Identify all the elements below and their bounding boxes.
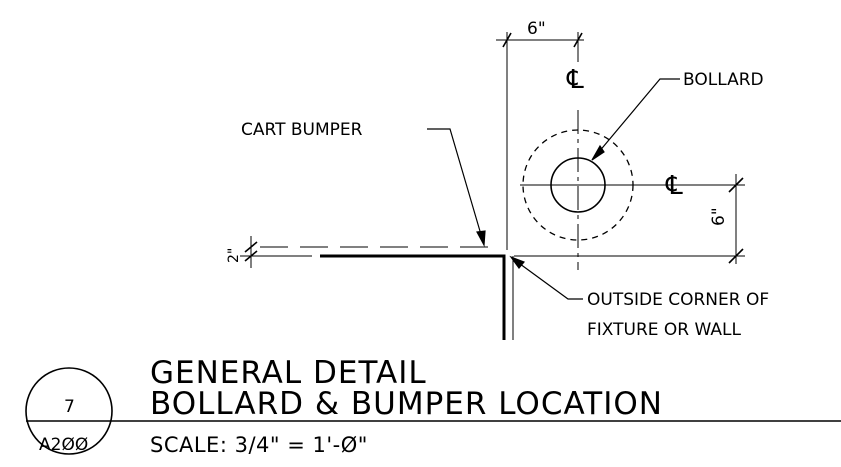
sheet-number: A2ØØ — [39, 435, 88, 455]
centerline-symbol-top: ℄ — [566, 65, 584, 95]
bollard-label: BOLLARD — [683, 70, 764, 90]
title-line2: BOLLARD & BUMPER LOCATION — [150, 386, 663, 422]
dimension-right-tick-top — [728, 177, 744, 193]
bollard-leader — [591, 78, 680, 161]
outside-corner-label-line1: OUTSIDE CORNER OF — [587, 290, 769, 310]
dimension-left-tick-bottom — [244, 250, 258, 262]
dimension-top — [496, 32, 584, 250]
title-line1: GENERAL DETAIL — [150, 355, 427, 391]
cart-bumper-label: CART BUMPER — [241, 120, 363, 140]
outside-corner-label-line2: FIXTURE OR WALL — [587, 320, 742, 340]
dimension-right-label: 6" — [709, 207, 729, 226]
scale-text: SCALE: 3/4" = 1'-Ø" — [150, 433, 368, 457]
detail-bubble — [25, 367, 113, 455]
dimension-left-label: 2" — [226, 248, 242, 263]
cart-bumper — [240, 246, 506, 340]
dimension-top-label: 6" — [527, 19, 546, 39]
bollard-symbol — [520, 110, 745, 270]
bumper-thick-line — [320, 254, 506, 340]
title-block — [25, 367, 841, 455]
dimension-right — [514, 174, 745, 264]
centerline-symbol-right: ℄ — [665, 171, 683, 201]
dimension-left — [244, 236, 258, 268]
outside-corner-leader — [509, 255, 583, 300]
dimension-left-tick-top — [244, 241, 258, 253]
detail-number: 7 — [64, 397, 75, 417]
cart-bumper-leader — [427, 128, 486, 248]
